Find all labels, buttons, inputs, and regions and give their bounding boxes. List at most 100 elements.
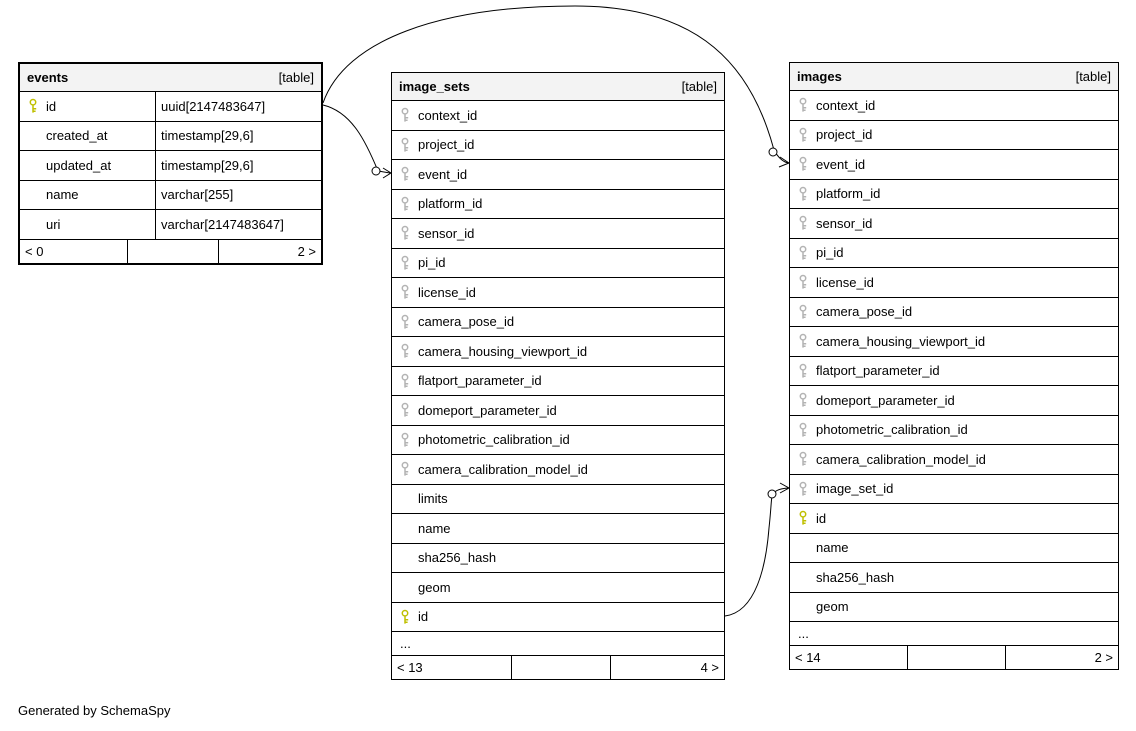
relation-circle-images-event-id — [768, 147, 778, 157]
foreign-key-icon — [790, 304, 816, 320]
column-name: context_id — [816, 97, 876, 113]
column-name: camera_housing_viewport_id — [816, 333, 986, 349]
column-row-id: id — [392, 603, 724, 632]
footer-right-stat: 2 > — [1094, 650, 1113, 665]
column-row-project_id: project_id — [790, 121, 1118, 150]
column-row-limits: limits — [392, 485, 724, 514]
foreign-key-icon — [790, 215, 816, 231]
column-row-camera_calibration_model_id: camera_calibration_model_id — [392, 455, 724, 485]
column-row-project_id: project_id — [392, 131, 724, 160]
column-type: varchar[2147483647] — [161, 216, 284, 232]
column-name: sensor_id — [816, 215, 873, 231]
column-row-camera_pose_id: camera_pose_id — [790, 298, 1118, 327]
column-row-platform_id: platform_id — [790, 180, 1118, 209]
column-name: domeport_parameter_id — [816, 392, 955, 408]
column-name: license_id — [418, 284, 476, 300]
column-name: created_at — [46, 128, 108, 144]
column-type: varchar[255] — [161, 187, 234, 203]
relation-image-sets-to-images — [724, 487, 789, 617]
more-columns-indicator: ... — [790, 622, 1118, 646]
column-name: flatport_parameter_id — [418, 373, 542, 389]
foreign-key-icon — [392, 314, 418, 330]
column-row-pi_id: pi_id — [790, 239, 1118, 268]
column-row-camera_housing_viewport_id: camera_housing_viewport_id — [790, 327, 1118, 357]
column-row-domeport_parameter_id: domeport_parameter_id — [790, 386, 1118, 416]
table-name: events — [27, 70, 69, 85]
column-name: camera_pose_id — [816, 304, 913, 320]
column-row-sha256_hash: sha256_hash — [790, 563, 1118, 593]
foreign-key-icon — [392, 166, 418, 182]
column-name: camera_calibration_model_id — [418, 461, 588, 477]
column-name: pi_id — [816, 245, 844, 261]
relation-circle-images-image-set-id — [767, 489, 777, 499]
column-row-id: id — [790, 504, 1118, 534]
foreign-key-icon — [392, 225, 418, 241]
foreign-key-icon — [790, 156, 816, 172]
foreign-key-icon — [392, 402, 418, 418]
column-name: image_set_id — [816, 481, 894, 497]
foreign-key-icon — [790, 97, 816, 113]
column-row-event_id: event_id — [790, 150, 1118, 180]
footer-left-stat: < 13 — [392, 656, 512, 679]
more-columns-indicator: ... — [392, 632, 724, 656]
column-row-camera_housing_viewport_id: camera_housing_viewport_id — [392, 337, 724, 367]
column-name: domeport_parameter_id — [418, 402, 557, 418]
foreign-key-icon — [392, 107, 418, 123]
column-name: sensor_id — [418, 225, 475, 241]
column-name: pi_id — [418, 255, 446, 271]
table-events-footer: < 0 2 > — [20, 239, 321, 263]
column-row-camera_pose_id: camera_pose_id — [392, 308, 724, 337]
table-name: images — [797, 69, 842, 84]
column-row-event_id: event_id — [392, 160, 724, 190]
column-row-camera_calibration_model_id: camera_calibration_model_id — [790, 445, 1118, 475]
column-name: project_id — [418, 137, 475, 153]
column-row-license_id: license_id — [790, 268, 1118, 298]
table-events-header[interactable]: events [table] — [20, 64, 321, 92]
column-type: timestamp[29,6] — [161, 157, 254, 173]
column-row-context_id: context_id — [790, 91, 1118, 121]
column-name: photometric_calibration_id — [418, 432, 570, 448]
column-name: project_id — [816, 127, 873, 143]
table-image-sets-header[interactable]: image_sets [table] — [392, 73, 724, 101]
footer-left-stat: < 14 — [790, 646, 909, 669]
column-type: timestamp[29,6] — [161, 128, 254, 144]
column-name: camera_pose_id — [418, 314, 515, 330]
column-name: platform_id — [816, 186, 881, 202]
column-type: uuid[2147483647] — [161, 98, 266, 114]
column-row-photometric_calibration_id: photometric_calibration_id — [392, 426, 724, 455]
foreign-key-icon — [392, 461, 418, 477]
foreign-key-icon — [392, 137, 418, 153]
foreign-key-icon — [790, 363, 816, 379]
column-row-license_id: license_id — [392, 278, 724, 308]
relation-events-to-image-sets — [322, 104, 391, 174]
table-type-badge: [table] — [681, 79, 717, 94]
footer-middle-cell — [512, 656, 612, 679]
column-name: camera_housing_viewport_id — [418, 343, 588, 359]
table-images-footer: < 14 2 > — [790, 646, 1118, 669]
column-row-image_set_id: image_set_id — [790, 475, 1118, 504]
relation-arrowhead-images-image-set-id — [779, 482, 791, 494]
foreign-key-icon — [392, 255, 418, 271]
foreign-key-icon — [790, 481, 816, 497]
column-row-name: name — [790, 534, 1118, 563]
foreign-key-icon — [790, 127, 816, 143]
column-name: camera_calibration_model_id — [816, 451, 986, 467]
table-images-header[interactable]: images [table] — [790, 63, 1118, 91]
column-name: context_id — [418, 107, 478, 123]
relation-arrowhead-images-event-id — [778, 156, 791, 168]
column-row-photometric_calibration_id: photometric_calibration_id — [790, 416, 1118, 445]
column-row-geom: geom — [790, 593, 1118, 622]
column-name: id — [816, 510, 827, 526]
column-row-context_id: context_id — [392, 101, 724, 131]
table-name: image_sets — [399, 79, 470, 94]
primary-key-icon — [790, 510, 816, 526]
foreign-key-icon — [790, 422, 816, 438]
